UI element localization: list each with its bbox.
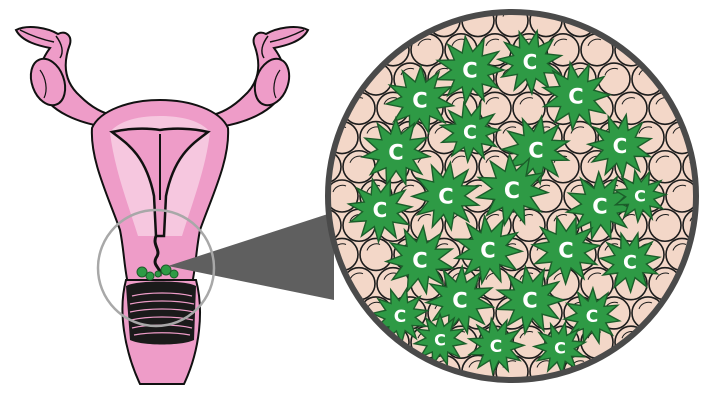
normal-cell [360, 238, 392, 270]
cancer-cell-letter: C [554, 339, 566, 358]
cancer-cell-letter: C [523, 50, 538, 74]
normal-cell [598, 355, 630, 387]
cancer-cell-letter: C [412, 88, 427, 112]
magnified-tissue-view: CCCCCCCCCCCCCCCCCCCCCCCC [292, 5, 706, 388]
normal-cell [394, 5, 426, 37]
cancer-cell-letter: C [490, 337, 502, 357]
normal-cell [649, 209, 681, 241]
cancer-cell-letter: C [586, 307, 598, 327]
normal-cell [615, 92, 647, 124]
cancer-cell-letter: C [394, 307, 406, 327]
cancer-cell-letter: C [504, 179, 520, 204]
cancer-cell-letter: C [592, 194, 607, 218]
normal-cell [394, 355, 426, 387]
cancer-cell-letter: C [463, 122, 477, 144]
cancer-cell-letter: C [373, 198, 388, 222]
cancer-cell-letter: C [388, 140, 403, 164]
uterus-illustration [16, 27, 308, 384]
normal-cell [649, 151, 681, 183]
cancer-cell-letter: C [412, 248, 427, 272]
cancer-cell-letter: C [558, 238, 573, 262]
cancer-cell-letter: C [462, 58, 477, 82]
cancer-cell-letter: C [438, 184, 453, 208]
normal-cell [700, 180, 706, 212]
cancer-cell-letter: C [613, 134, 628, 158]
cancer-cell-letter: C [434, 331, 446, 350]
cancer-cell-letter: C [568, 84, 583, 108]
normal-cell [292, 180, 324, 212]
cancer-cell-letter: C [522, 288, 537, 312]
normal-cell [309, 151, 341, 183]
cancer-cell-letter: C [623, 252, 637, 274]
cancer-cell-letter: C [480, 238, 495, 262]
cancer-cell-letter: C [634, 187, 646, 206]
normal-cell [598, 5, 630, 37]
cancer-cell-letter: C [452, 288, 467, 312]
cancer-cell-letter: C [528, 138, 543, 162]
